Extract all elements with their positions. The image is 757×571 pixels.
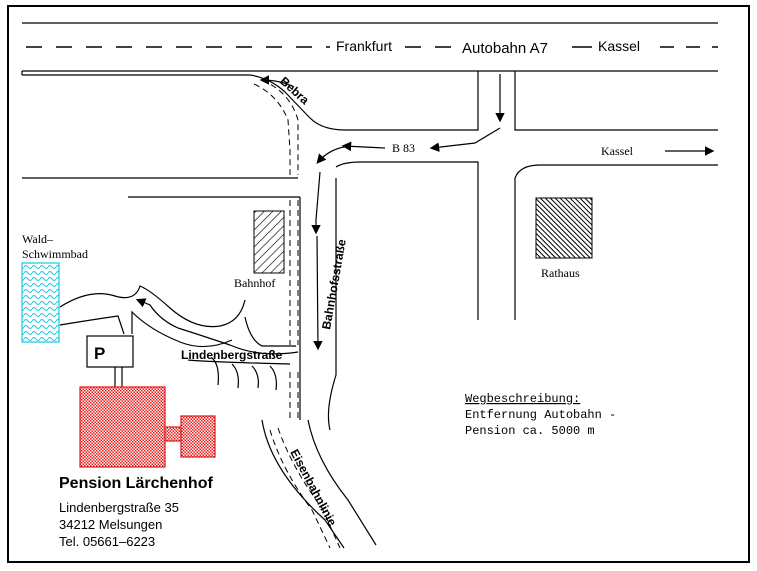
map-frame (7, 5, 750, 563)
lindenberg-road (59, 285, 291, 391)
highway-label-frankfurt: Frankfurt (336, 38, 392, 54)
town-hall-building (535, 197, 593, 259)
pension-phone: Tel. 05661–6223 (59, 534, 155, 549)
pool-icon (21, 262, 60, 343)
directions-line2: Pension ca. 5000 m (465, 424, 595, 438)
station-label: Bahnhof (234, 276, 275, 290)
pool-label-line2: Schwimmbad (22, 247, 88, 261)
autobahn: Frankfurt Autobahn A7 Kassel (22, 22, 718, 72)
pension-city: 34212 Melsungen (59, 517, 162, 532)
pension-name: Pension Lärchenhof (59, 475, 213, 492)
station-building (253, 210, 285, 274)
road-label-b83: B 83 (392, 141, 415, 155)
pension-annex (180, 415, 216, 458)
highway-label-kassel: Kassel (598, 38, 640, 54)
pension-connector (164, 426, 182, 442)
route-arrows (135, 74, 715, 355)
directions-line1: Entfernung Autobahn - (465, 408, 616, 422)
parking-label: P (94, 344, 105, 363)
town-hall-label: Rathaus (541, 266, 580, 280)
directions-title: Wegbeschreibung: (465, 392, 580, 406)
parking-sign (86, 335, 134, 368)
pool-label-line1: Wald– (22, 232, 54, 246)
pension-street: Lindenbergstraße 35 (59, 500, 179, 515)
road-label-lindenbergstrasse: Lindenbergstraße (181, 348, 283, 362)
railway (253, 79, 341, 549)
highway-label-a7: Autobahn A7 (462, 40, 548, 57)
road-label-kassel: Kassel (601, 144, 634, 158)
pension-building (79, 386, 166, 468)
